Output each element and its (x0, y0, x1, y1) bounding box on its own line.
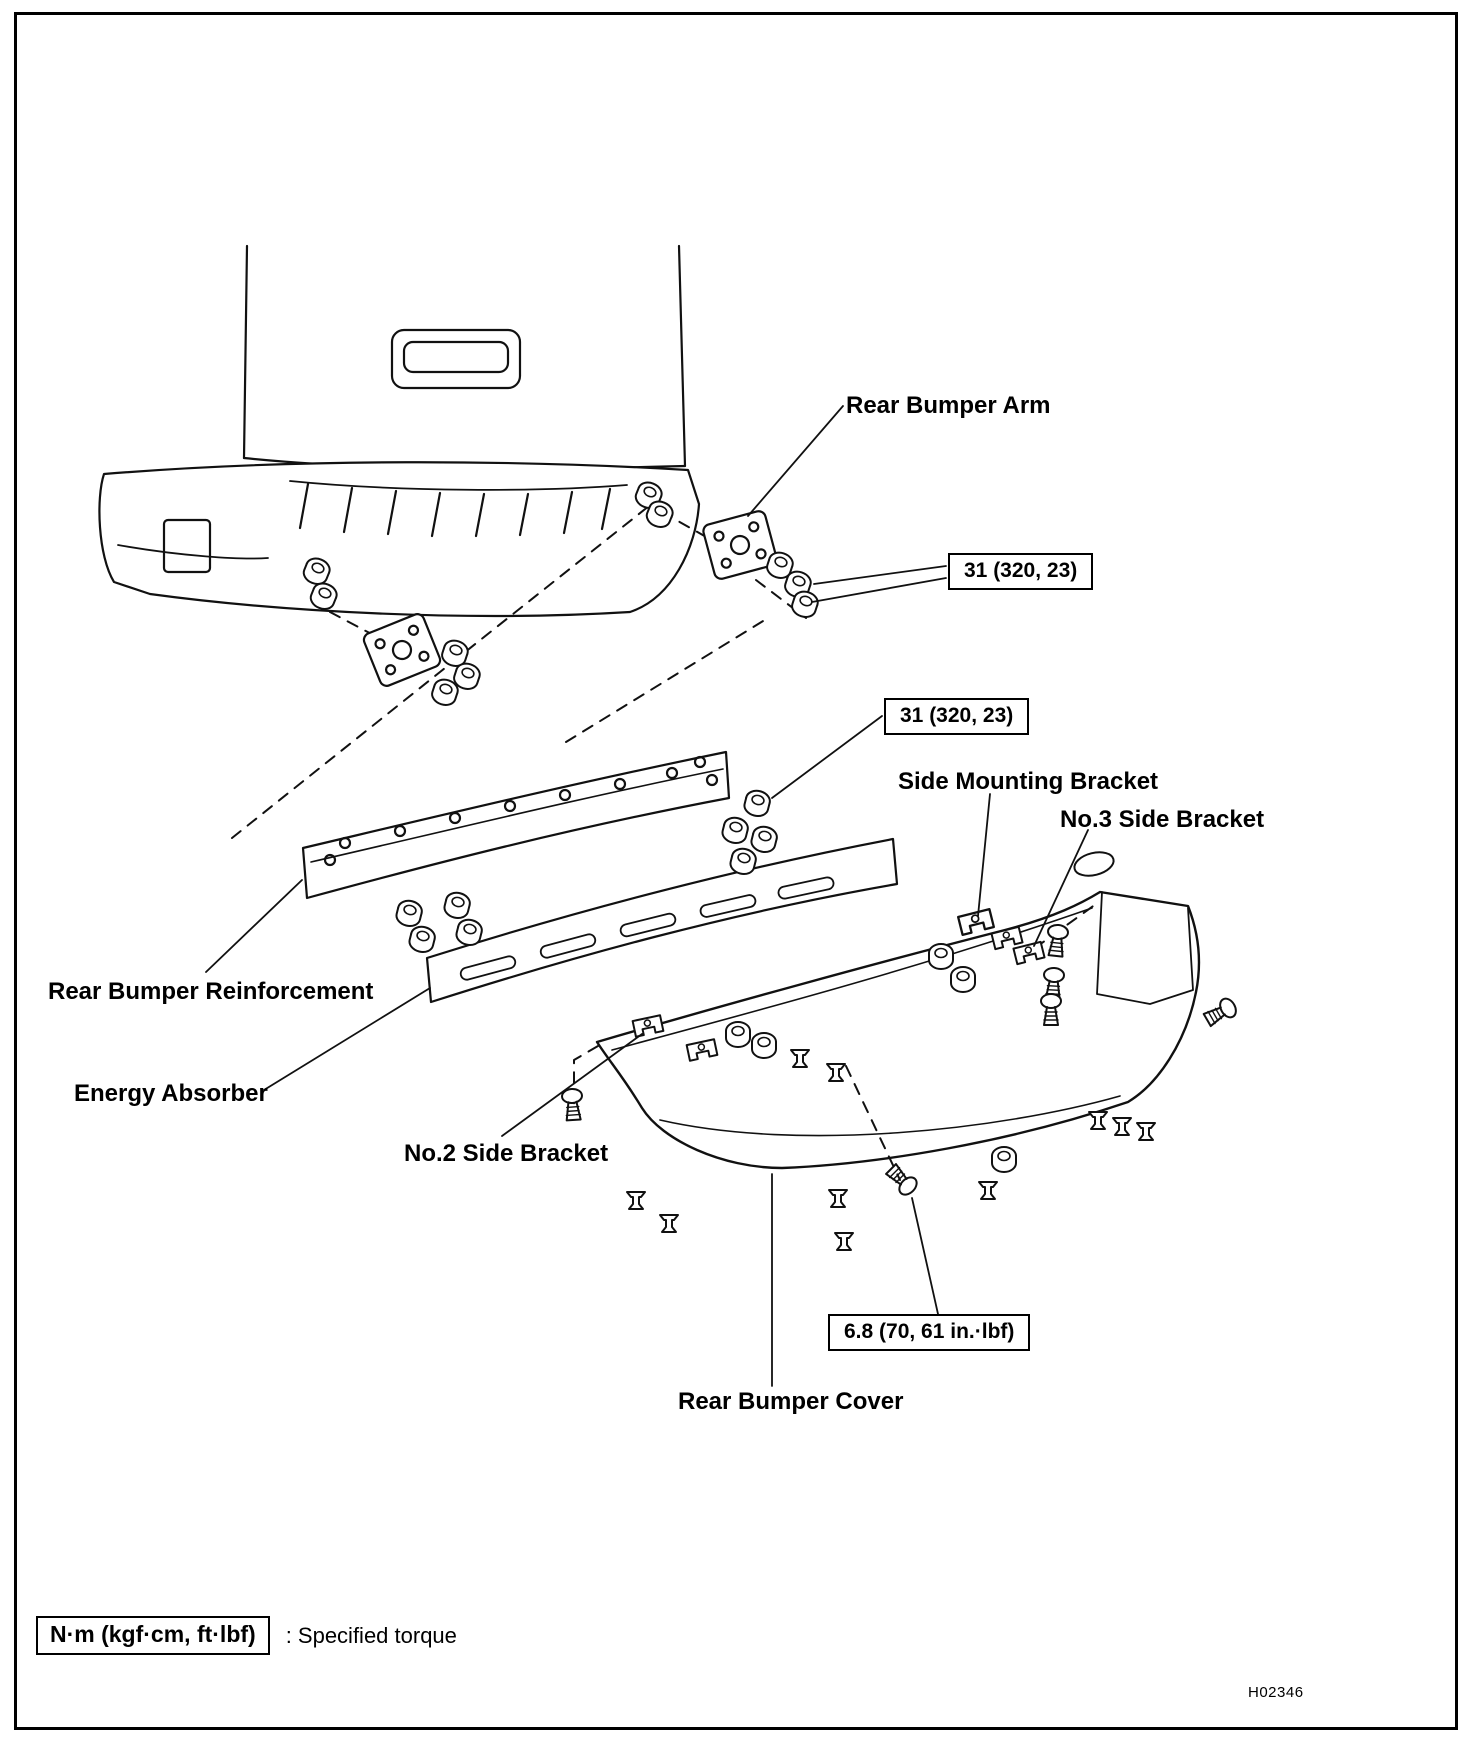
torque-legend: N·m (kgf·cm, ft·lbf) : Specified torque (36, 1616, 457, 1655)
label-rear-bumper-reinforcement: Rear Bumper Reinforcement (48, 978, 374, 1005)
figure-code: H02346 (1248, 1684, 1304, 1701)
label-no3-side-bracket: No.3 Side Bracket (1060, 806, 1265, 833)
screw-icon (1201, 994, 1241, 1030)
bolt-icon (928, 943, 954, 970)
clip-icon (834, 1232, 854, 1251)
clip-icon (978, 1181, 998, 1200)
clip-icon (828, 1189, 848, 1208)
clip-icon (1112, 1117, 1132, 1136)
torque-spec-cover-screws: 6.8 (70, 61 in.·lbf) (828, 1314, 1031, 1351)
clip-icon (1136, 1122, 1156, 1141)
bolt-icon (751, 1032, 777, 1059)
vehicle-rear-outline (98, 244, 701, 618)
rear-bumper-reinforcement-part (301, 750, 731, 900)
tailgate-handle (390, 328, 522, 390)
clip-icon (1088, 1111, 1108, 1130)
vehicle-bumper (98, 461, 701, 618)
clip-icon (659, 1214, 679, 1233)
leader-lines (205, 405, 1089, 1387)
bolt-icon (950, 966, 976, 993)
bolt-icon (719, 814, 751, 847)
rear-bumper-arm-left-part (362, 613, 442, 687)
energy-absorber-part (425, 837, 899, 1004)
bracket-icon (957, 908, 995, 936)
screw-icon (882, 1160, 922, 1200)
label-energy-absorber: Energy Absorber (74, 1080, 268, 1107)
bolt-icon (406, 923, 438, 956)
label-side-mounting-bracket: Side Mounting Bracket (898, 768, 1159, 795)
label-rear-bumper-cover: Rear Bumper Cover (678, 1388, 904, 1415)
clip-icon (626, 1191, 646, 1210)
screw-icon (560, 1087, 585, 1122)
bolt-icon (741, 787, 773, 820)
bolt-icon (441, 889, 473, 922)
torque-legend-description: : Specified torque (285, 1622, 457, 1648)
torque-spec-reinforcement-bolts: 31 (320, 23) (884, 698, 1030, 735)
bolt-icon (748, 823, 780, 856)
bolt-icon (393, 897, 425, 930)
label-no2-side-bracket: No.2 Side Bracket (404, 1140, 609, 1167)
bolt-icon (725, 1021, 751, 1048)
torque-unit-box: N·m (kgf·cm, ft·lbf) (36, 1616, 270, 1655)
label-rear-bumper-arm: Rear Bumper Arm (846, 392, 1051, 419)
torque-spec-arm-bolts: 31 (320, 23) (948, 553, 1094, 590)
rear-bumper-arm-right-part (702, 510, 778, 580)
bolt-icon (991, 1146, 1017, 1173)
